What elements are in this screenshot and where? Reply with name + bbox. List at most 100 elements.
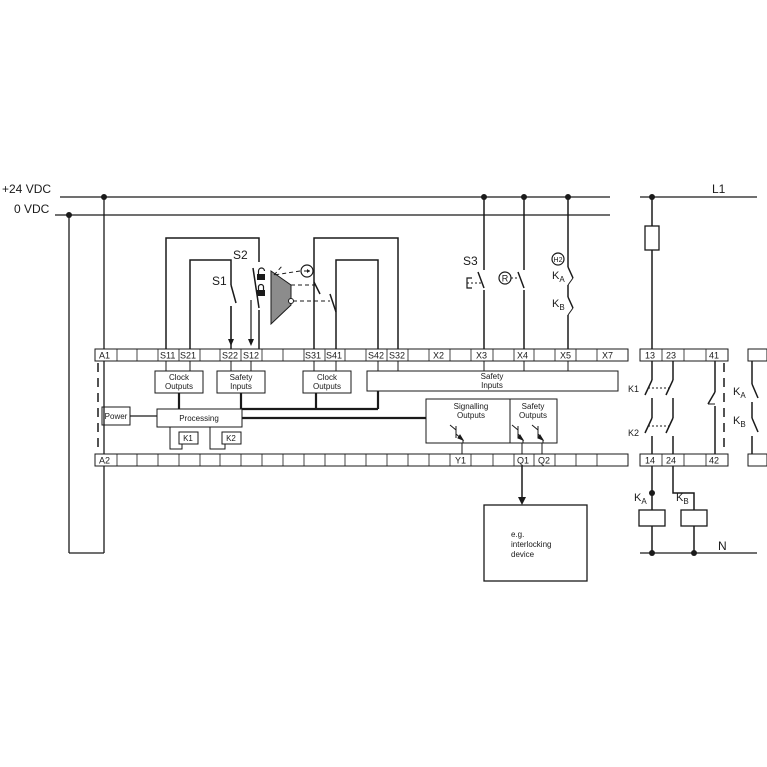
ka-switch-sub: A <box>559 275 565 284</box>
h2-icon: H2 <box>551 252 565 266</box>
top-terminal-strip: A1 S11 S21 S22 S12 S31 S41 S42 S32 X2 X3… <box>94 348 729 362</box>
coil-kb-letter: K <box>676 492 684 504</box>
ka-switch-letter: K <box>552 270 560 282</box>
terminal-dividers-bottom <box>116 454 598 466</box>
kb-switch-letter: K <box>552 298 560 310</box>
k1-box <box>178 431 199 445</box>
terminal-label-x5: X5 <box>560 351 571 361</box>
signalling-outputs-line2: Outputs <box>457 411 485 420</box>
terminal-strip-top <box>94 348 629 362</box>
terminal-label-x4: X4 <box>517 351 528 361</box>
coil-wiring <box>651 466 695 553</box>
terminal-label-s32: S32 <box>389 351 405 361</box>
terminal-label-42: 42 <box>709 456 719 466</box>
signalling-outputs-box <box>425 398 511 444</box>
reset-icon: R <box>498 271 518 285</box>
s2-label: S2 <box>233 248 248 262</box>
terminal-label-41: 41 <box>709 351 719 361</box>
ka-ext-sub: A <box>740 391 746 400</box>
lock-closed-icon <box>257 283 265 296</box>
fuse-icon <box>644 225 660 251</box>
power-label: Power <box>105 412 128 421</box>
signalling-outputs-line1: Signalling <box>454 402 489 411</box>
k2-box-label: K2 <box>226 434 236 443</box>
processing-label: Processing <box>179 414 219 423</box>
transistor-icon <box>449 424 465 443</box>
internal-blocks: Clock Outputs Safety Inputs Clock Output… <box>101 370 619 445</box>
terminal-label-s11: S11 <box>160 351 175 361</box>
guard-lock-solenoid <box>270 270 292 326</box>
kb-switch-label: KB <box>552 298 565 312</box>
supply-rails: +24 VDC 0 VDC L1 N <box>2 182 757 554</box>
bottom-terminal-strip: A2 Y1 Q1 Q2 14 24 42 <box>94 453 729 467</box>
terminal-label-23: 23 <box>666 351 676 361</box>
k2-box <box>221 431 242 445</box>
zero-vdc-label: 0 VDC <box>14 202 50 216</box>
plus24-label: +24 VDC <box>2 182 51 196</box>
k2-relay-label: K2 <box>628 428 639 438</box>
terminal-dividers-bottom-right <box>661 454 707 466</box>
clock-outputs-2-line1: Clock <box>317 373 338 382</box>
device-line2: interlocking <box>511 540 551 549</box>
s3x-s4x-wiring <box>313 237 399 349</box>
linkage-pivot <box>288 298 294 304</box>
terminal-label-q1: Q1 <box>517 456 529 466</box>
s3-label: S3 <box>463 254 478 268</box>
terminal-label-s12: S12 <box>243 351 259 361</box>
terminal-label-a1: A1 <box>99 351 110 361</box>
terminal-label-x7: X7 <box>602 351 613 361</box>
ext-terminal-bottom <box>747 453 767 467</box>
interlocking-device-box <box>483 504 588 582</box>
s3-column <box>466 197 485 349</box>
terminal-label-24: 24 <box>666 456 676 466</box>
safety-inputs-2-box <box>366 370 619 392</box>
safety-inputs-1-line2: Inputs <box>230 382 252 391</box>
k1-relay-label: K1 <box>628 384 639 394</box>
coil-ka-sub: A <box>641 497 647 506</box>
terminal-label-x2: X2 <box>433 351 444 361</box>
safety-outputs-line1: Safety <box>522 402 545 411</box>
clock-outputs-1-line2: Outputs <box>165 382 193 391</box>
transistor-icon <box>511 424 525 443</box>
external-contacts: KA KB <box>733 348 767 467</box>
k1-box-label: K1 <box>183 434 193 443</box>
coil-kb <box>680 509 708 527</box>
safety-inputs-1-line1: Safety <box>230 373 253 382</box>
terminal-label-14: 14 <box>645 456 655 466</box>
kb-ext-letter: K <box>733 415 741 427</box>
r-column <box>517 197 525 349</box>
terminal-label-x3: X3 <box>476 351 487 361</box>
ka-switch-label: KA <box>552 270 565 284</box>
coil-ka <box>638 509 666 527</box>
terminal-dividers-top <box>116 349 598 361</box>
transistor-icon <box>531 424 545 443</box>
terminal-label-s22: S22 <box>222 351 238 361</box>
terminal-label-s42: S42 <box>368 351 384 361</box>
safety-outputs-line2: Outputs <box>519 411 547 420</box>
ka-ext-label: KA <box>733 386 746 400</box>
lock-open-icon <box>257 267 266 280</box>
timer-icon <box>300 264 314 278</box>
internal-bus <box>103 361 569 454</box>
terminal-label-s31: S31 <box>305 351 321 361</box>
safety-inputs-2-line1: Safety <box>481 372 504 381</box>
contact-linkage <box>648 387 669 427</box>
kb-ext-label: KB <box>733 415 746 429</box>
ext-terminal-top <box>747 348 767 362</box>
l1-label: L1 <box>712 182 726 196</box>
r-label: R <box>502 274 509 284</box>
safety-inputs-2-line2: Inputs <box>481 381 503 390</box>
n-label: N <box>718 539 727 553</box>
coil-kb-sub: B <box>683 497 688 506</box>
terminal-label-a2: A2 <box>99 456 110 466</box>
ka-ext-letter: K <box>733 386 741 398</box>
clock-outputs-1-line1: Clock <box>169 373 190 382</box>
terminal-dividers-top-right <box>661 349 707 361</box>
terminal-label-s41: S41 <box>326 351 342 361</box>
coil-ka-label: KA <box>634 492 647 506</box>
relay-contacts <box>644 361 716 454</box>
terminal-label-13: 13 <box>645 351 655 361</box>
transistor-icons <box>449 424 545 443</box>
terminal-label-q2: Q2 <box>538 456 550 466</box>
